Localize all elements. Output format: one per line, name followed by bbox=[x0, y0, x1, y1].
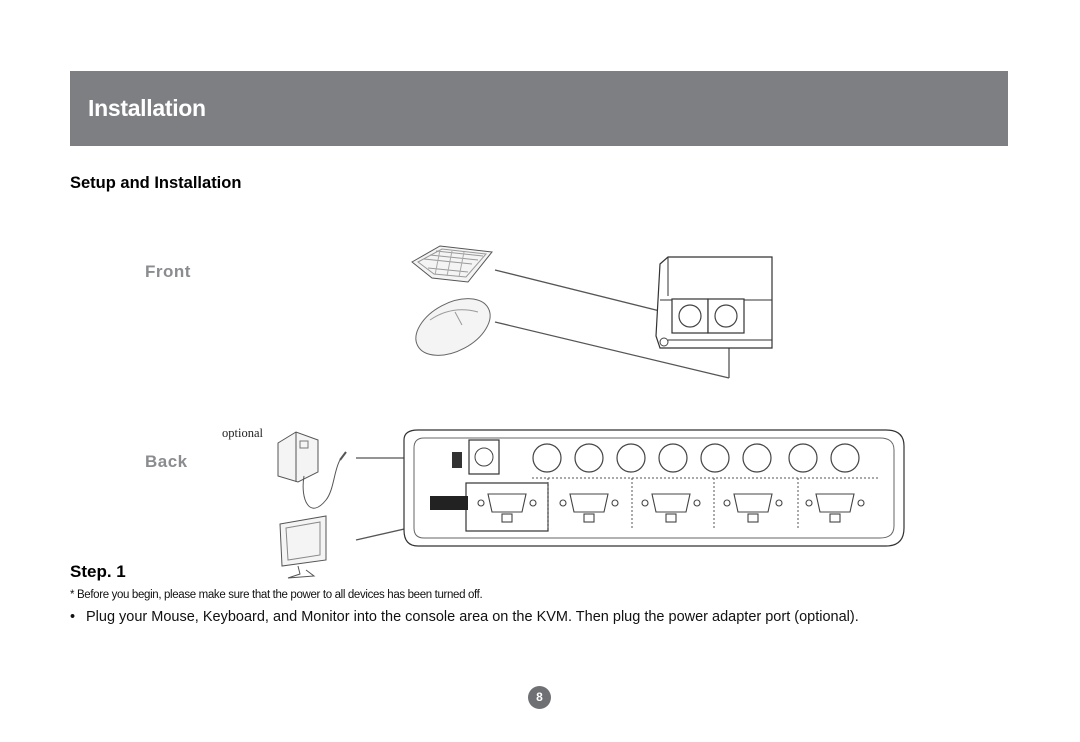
instruction-item: • Plug your Mouse, Keyboard, and Monitor … bbox=[70, 609, 859, 625]
power-off-note: * Before you begin, please make sure tha… bbox=[70, 589, 483, 601]
step-title: Step. 1 bbox=[70, 562, 126, 581]
optional-label: optional bbox=[222, 426, 263, 440]
instruction-text: Plug your Mouse, Keyboard, and Monitor i… bbox=[86, 609, 859, 625]
mouse-icon bbox=[415, 298, 491, 356]
back-label: Back bbox=[145, 452, 188, 471]
page-title: Installation bbox=[88, 95, 206, 121]
monitor-icon bbox=[279, 515, 327, 579]
front-label: Front bbox=[145, 262, 191, 281]
power-adapter-icon bbox=[277, 431, 347, 509]
bullet-marker: • bbox=[70, 609, 76, 625]
kvm-back-view bbox=[403, 429, 905, 547]
page-number-badge: 8 bbox=[528, 686, 551, 709]
header-banner: Installation bbox=[70, 71, 1008, 146]
section-heading: Setup and Installation bbox=[70, 174, 242, 192]
keyboard-icon bbox=[411, 245, 493, 283]
kvm-front-view bbox=[655, 256, 773, 349]
